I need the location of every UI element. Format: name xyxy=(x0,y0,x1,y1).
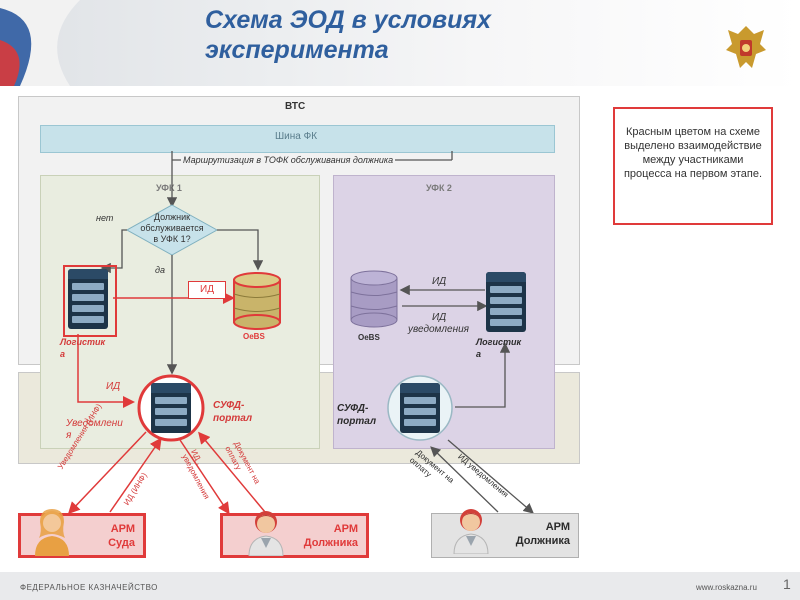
sufd-label-left: СУФД- портал xyxy=(213,399,252,425)
oebs-database-ufk2 xyxy=(350,270,398,328)
arm-debtor-label-line1: АРМ xyxy=(333,523,358,535)
decision-line-3: в УФК 1? xyxy=(153,234,191,244)
routing-label: Маршрутизация в ТОФК обслуживания должни… xyxy=(181,155,396,165)
page-title-line-2: эксперимента xyxy=(205,36,389,64)
yes-label: да xyxy=(155,265,165,275)
debtor2-user-icon xyxy=(453,509,489,554)
arm-debtor-2-label-line1: АРМ xyxy=(545,521,570,533)
notices-label-line1: Уведомлени xyxy=(66,418,123,429)
footer-bar xyxy=(0,572,800,600)
ufk2-id-notice-label: ИД уведомления xyxy=(408,312,469,336)
decision-text: Должник обслуживается в УФК 1? xyxy=(132,212,212,245)
notices-label: Уведомлени я xyxy=(66,418,123,442)
fk-bus xyxy=(40,125,555,153)
logistics-ufk2-server-icon xyxy=(486,272,526,332)
legend-note: Красным цветом на схеме выделено взаимод… xyxy=(613,107,773,225)
sufd-portal-right-server-icon xyxy=(400,383,440,433)
logistics-ufk2-label-line1: Логистик xyxy=(476,337,522,347)
oebs-label-ufk1: OeBS xyxy=(243,332,265,341)
page-title-line-1: Схема ЭОД в условиях xyxy=(205,6,492,34)
ufk2-id-notice-line2: уведомления xyxy=(408,324,470,335)
page-number: 1 xyxy=(783,576,791,592)
sufd-label-left-line1: СУФД- xyxy=(213,400,245,411)
arm-court-label: АРМ Суда xyxy=(108,522,135,550)
arm-court-label-line2: Суда xyxy=(108,537,135,549)
logistics-ufk1-label-line2: а xyxy=(60,349,66,359)
sufd-label-right-line2: портал xyxy=(337,416,377,427)
arm-debtor-label: АРМ Должника xyxy=(304,522,358,550)
oebs-database-ufk1 xyxy=(233,272,281,330)
arm-debtor-2[interactable]: АРМ Должника xyxy=(431,509,579,558)
bus-label: Шина ФК xyxy=(275,131,318,142)
sufd-portal-left-server-icon xyxy=(151,383,191,433)
notices-label-line2: я xyxy=(66,430,72,441)
ufk2-id-notice-line1: ИД xyxy=(432,312,447,323)
emblem-icon xyxy=(718,20,774,76)
arm-debtor[interactable]: АРМ Должника xyxy=(220,511,369,558)
arm-debtor-label-line2: Должника xyxy=(303,537,358,549)
header-bar xyxy=(0,0,800,86)
arm-debtor-2-label: АРМ Должника xyxy=(516,520,570,548)
court-user-icon xyxy=(35,509,69,556)
logistics-ufk1-label: Логистик а xyxy=(60,336,105,360)
logistics-ufk2-label: Логистик а xyxy=(476,336,521,360)
id-left-label: ИД xyxy=(106,381,121,392)
sufd-label-right-line1: СУФД- xyxy=(337,403,369,414)
arm-court-label-line1: АРМ xyxy=(110,523,135,535)
footer-org-name: ФЕДЕРАЛЬНОЕ КАЗНАЧЕЙСТВО xyxy=(20,583,158,592)
oebs-label-ufk2: OeBS xyxy=(358,333,380,342)
decision-line-2: обслуживается xyxy=(140,223,204,233)
flag-graphic xyxy=(0,0,120,86)
decision-line-1: Должник xyxy=(153,212,191,222)
vts-label: ВТС xyxy=(285,101,306,112)
logistics-ufk1-server-icon xyxy=(68,269,108,329)
logistics-ufk2-label-line2: а xyxy=(476,349,482,359)
ufk1-label: УФК 1 xyxy=(156,183,182,193)
footer-website-link[interactable]: www.roskazna.ru xyxy=(696,583,757,592)
debtor-user-icon xyxy=(248,511,284,556)
arm-debtor-2-label-line2: Должника xyxy=(515,535,570,547)
id-box: ИД xyxy=(188,281,226,299)
no-label: нет xyxy=(96,213,114,223)
ufk2-id-label: ИД xyxy=(432,276,447,287)
logistics-ufk1-label-line1: Логистик xyxy=(60,337,106,347)
sufd-label-left-line2: портал xyxy=(213,413,253,424)
sufd-label-right: СУФД- портал xyxy=(337,402,376,428)
ufk2-label: УФК 2 xyxy=(426,183,452,193)
logistics-ufk1-frame xyxy=(63,265,117,337)
arm-court[interactable]: АРМ Суда xyxy=(18,509,146,558)
